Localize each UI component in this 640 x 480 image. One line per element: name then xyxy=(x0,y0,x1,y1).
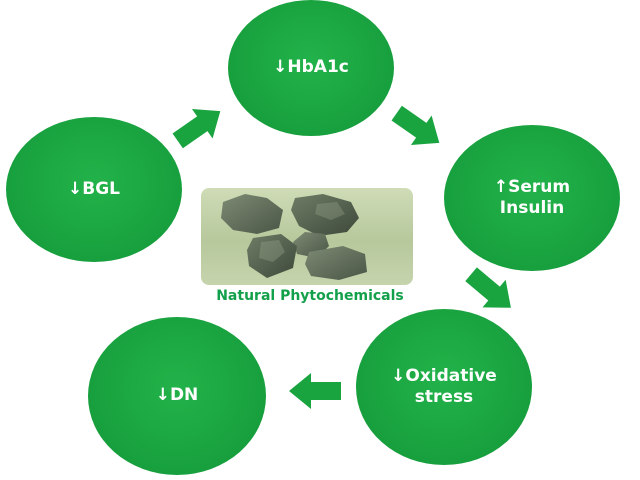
node-bgl: ↓BGL xyxy=(6,117,182,262)
node-bgl-label: ↓BGL xyxy=(68,178,120,199)
phytochemicals-photo xyxy=(201,188,413,285)
center-caption: Natural Phytochemicals xyxy=(216,288,404,304)
arrow-bgl-to-hba1c xyxy=(172,108,221,149)
arrow-hba1c-to-insulin xyxy=(391,105,440,146)
node-oxidative-stress: ↓Oxidative stress xyxy=(356,309,532,465)
node-hba1c: ↓HbA1c xyxy=(228,0,394,136)
node-serum-insulin: ↑Serum Insulin xyxy=(444,125,620,271)
arrow-oxidative-to-dn xyxy=(289,373,341,409)
node-serum-insulin-label: ↑Serum Insulin xyxy=(493,176,571,218)
node-hba1c-label: ↓HbA1c xyxy=(273,57,349,78)
node-oxidative-stress-label: ↓Oxidative stress xyxy=(391,365,497,407)
node-dn: ↓DN xyxy=(88,317,266,475)
rock-fragments-image xyxy=(221,194,367,280)
node-dn-label: ↓DN xyxy=(155,385,199,406)
arrow-insulin-to-oxidative xyxy=(465,267,511,308)
